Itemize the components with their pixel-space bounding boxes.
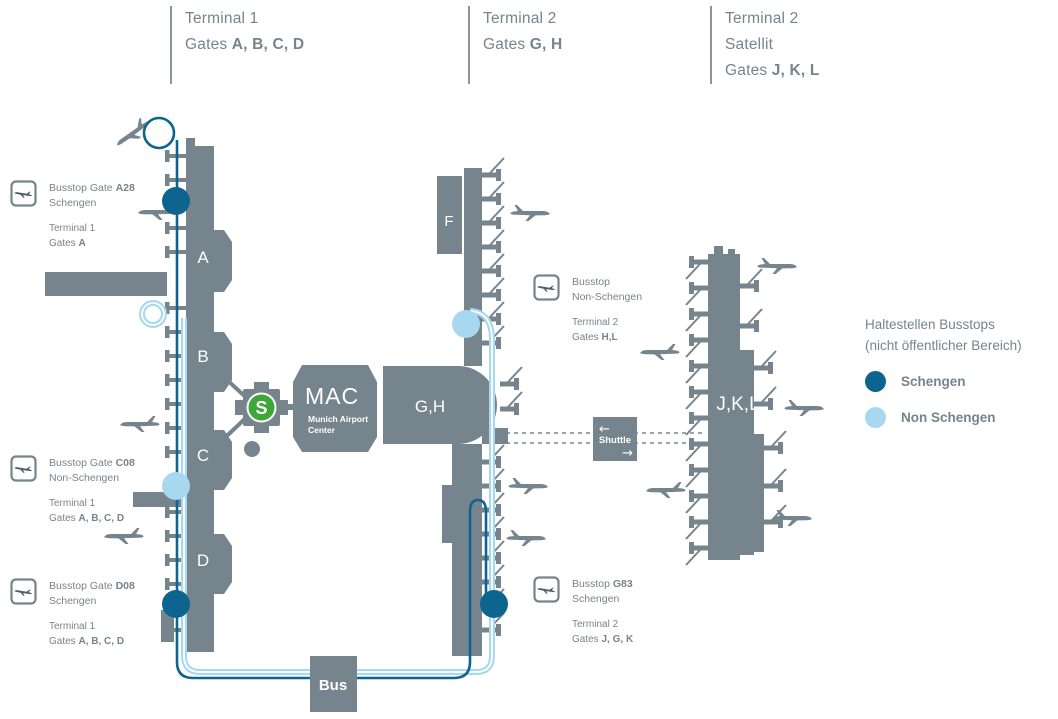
legend-title: Haltestellen Busstops (nicht öffentliche…: [865, 317, 1022, 353]
satellite-jkl-label: J,K,L: [716, 394, 759, 415]
shuttle-box: ← Shuttle →: [593, 417, 637, 461]
airplane-icon: [112, 115, 154, 152]
busstop-plane-icon: [533, 274, 560, 301]
pier-letter-f: F: [444, 213, 453, 230]
bus-label: Bus: [319, 677, 347, 694]
terminal1-pier: [45, 138, 232, 652]
mac-labels: MAC Munich Airport Center: [305, 383, 368, 435]
airplane-icon: [510, 205, 550, 221]
busstop-name: Busstop: [572, 276, 610, 288]
airplane-icon: [784, 400, 824, 416]
header-subtitle: Satellit: [725, 36, 774, 53]
legend-item-schengen: Schengen: [865, 371, 1022, 392]
mac-title: MAC: [305, 383, 359, 409]
non-schengen-dot-icon: [865, 407, 886, 428]
pier-letter-b: B: [197, 347, 208, 366]
airplane-icon: [640, 344, 680, 360]
sbahn-logo: S: [246, 392, 277, 423]
airplane-icon: [508, 478, 548, 494]
busstop-plane-icon: [10, 180, 37, 207]
legend-item-non-schengen: Non Schengen: [865, 407, 1022, 428]
airplane-icon: [104, 528, 144, 544]
busstop-zone: Schengen: [49, 197, 97, 209]
schengen-bus-route: [142, 116, 488, 680]
mac-building: [293, 365, 377, 452]
busstop-plane-icon: [10, 455, 37, 482]
header-title: Terminal 1: [185, 10, 259, 27]
schengen-dot-icon: [865, 371, 886, 392]
busstop-zone: Schengen: [49, 595, 97, 607]
busstop-circle-c08-non-schengen: [162, 472, 190, 500]
gh-label: G,H: [415, 397, 445, 416]
shuttle-label: Shuttle: [599, 435, 631, 446]
station-dot: [244, 441, 260, 457]
terminal2-pier: [383, 168, 508, 656]
bus-box: Bus: [310, 656, 357, 712]
busstop-circle-t2-non-schengen: [452, 310, 480, 338]
airplane-icon: [646, 482, 686, 498]
airplane-icon: [757, 258, 797, 274]
terminal-structures: [45, 115, 824, 656]
mac-subtitle-line2: Center: [308, 425, 336, 435]
busstop-plane-icon: [10, 578, 37, 605]
busstop-circle-a28-schengen: [162, 187, 190, 215]
mac-subtitle-line1: Munich Airport: [308, 414, 368, 424]
airplane-icon: [506, 530, 546, 546]
airplane-icon: [120, 416, 160, 432]
pier-letter-a: A: [197, 248, 209, 267]
busstop-zone: Non-Schengen: [572, 291, 643, 303]
header-title: Terminal 2: [483, 10, 557, 27]
non-schengen-bus-route: [139, 300, 495, 675]
pier-letters: A B C D F G,H J,K,L: [197, 213, 760, 570]
busstop-circle-g83-schengen: [480, 590, 508, 618]
shuttle-arrow-left-icon: ←: [599, 422, 610, 437]
satellite-pier: [708, 246, 764, 560]
legend: Haltestellen Busstops (nicht öffentliche…: [865, 314, 1022, 428]
busstop-circle-d08-schengen: [162, 590, 190, 618]
busstop-plane-icon: [533, 576, 560, 603]
pier-letter-d: D: [197, 551, 209, 570]
pier-letter-c: C: [197, 446, 209, 465]
header-title: Terminal 2: [725, 10, 799, 27]
busstop-zone: Non-Schengen: [49, 472, 120, 484]
shuttle-arrow-right-icon: →: [622, 446, 633, 461]
sbahn-s-label: S: [255, 398, 267, 418]
busstop-zone: Schengen: [572, 593, 620, 605]
